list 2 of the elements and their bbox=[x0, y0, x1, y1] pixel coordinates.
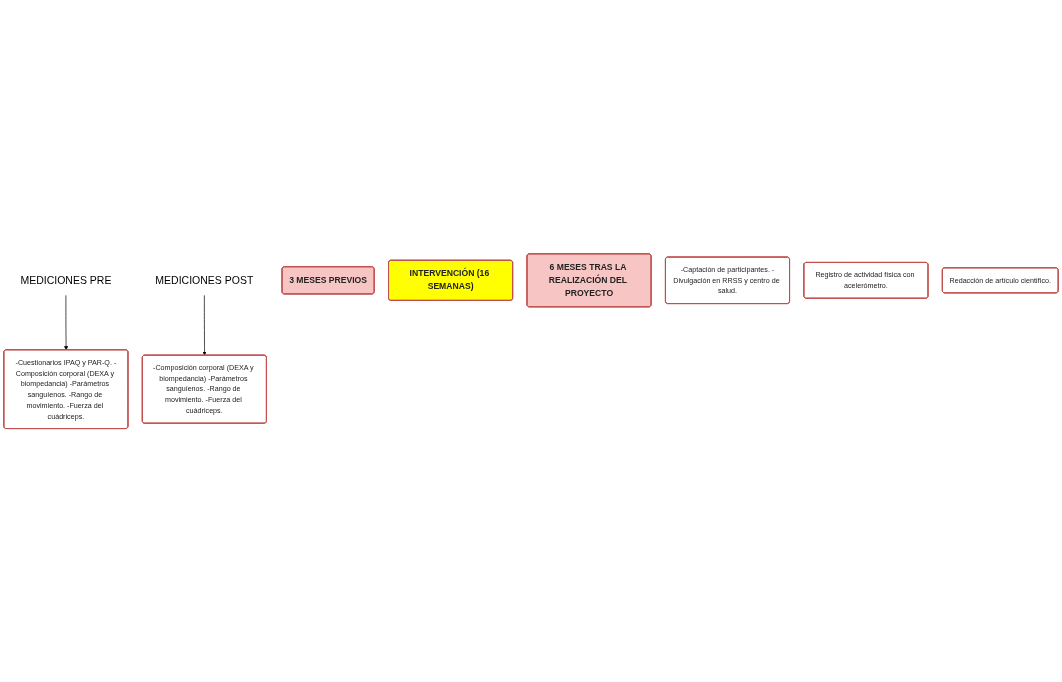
node-text: MEDICIONES POST bbox=[155, 274, 254, 287]
node-text: MEDICIONES PRE bbox=[20, 274, 112, 287]
